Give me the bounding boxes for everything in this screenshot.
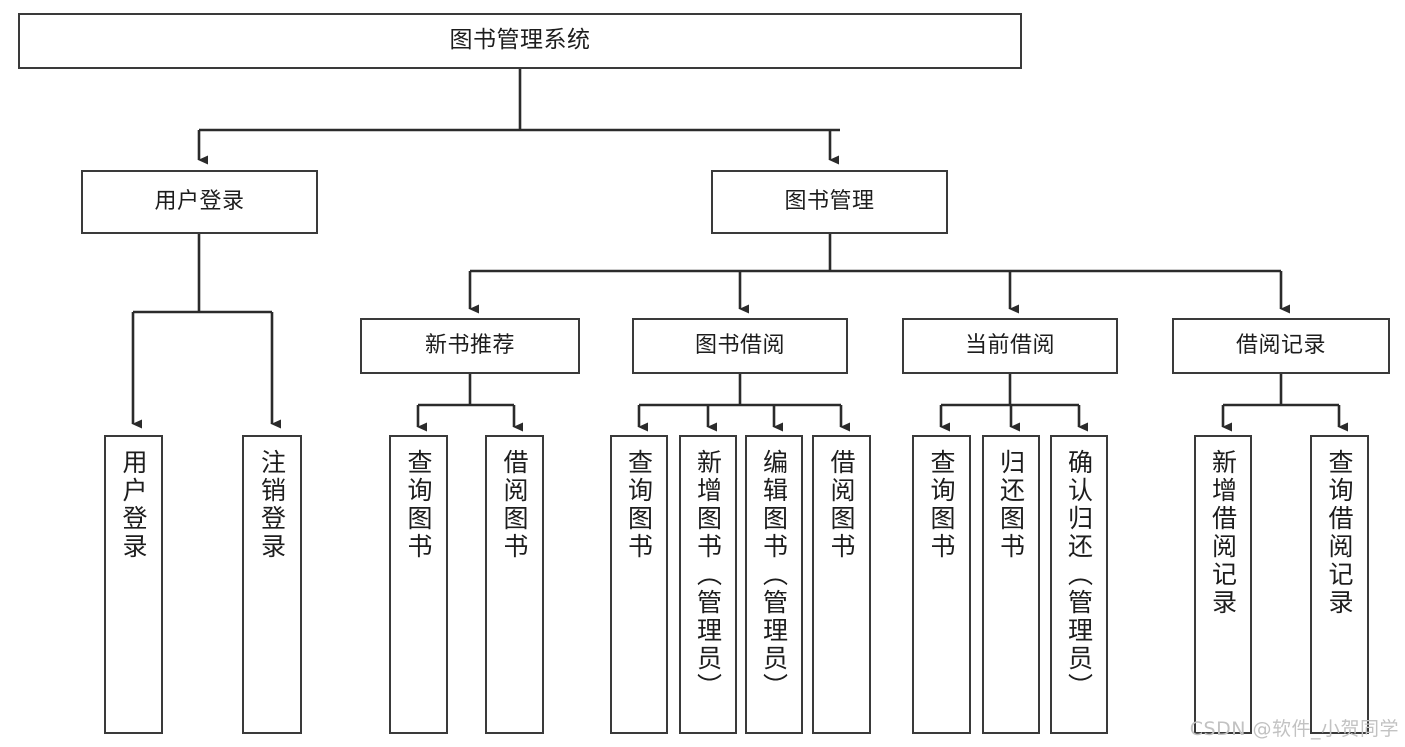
node-leaf-confirm-return[interactable]: 确认归还（管理员） [1050,435,1108,734]
node-new-book-recommend-label: 新书推荐 [424,333,515,359]
node-leaf-add-record-label: 新增借阅记录 [1208,449,1238,617]
node-current-borrow[interactable]: 当前借阅 [902,318,1118,374]
node-leaf-logout-login-label: 注销登录 [257,449,287,561]
node-leaf-query-book-2[interactable]: 查询图书 [610,435,668,734]
node-book-manage-label: 图书管理 [784,189,875,215]
node-borrow-record-label: 借阅记录 [1235,333,1326,359]
node-leaf-query-book-1[interactable]: 查询图书 [389,435,448,734]
node-leaf-add-book-label: 新增图书（管理员） [693,449,723,701]
node-leaf-add-record[interactable]: 新增借阅记录 [1194,435,1252,734]
node-user-login[interactable]: 用户登录 [81,170,318,234]
node-root[interactable]: 图书管理系统 [18,13,1022,69]
node-leaf-query-record[interactable]: 查询借阅记录 [1310,435,1369,734]
csdn-watermark: CSDN @软件_小贺同学 [1189,718,1399,740]
node-leaf-logout-login[interactable]: 注销登录 [242,435,302,734]
node-leaf-add-book[interactable]: 新增图书（管理员） [679,435,737,734]
node-leaf-query-book-3[interactable]: 查询图书 [912,435,971,734]
node-book-borrow[interactable]: 图书借阅 [632,318,848,374]
node-leaf-edit-book-label: 编辑图书（管理员） [759,449,789,701]
node-leaf-user-login[interactable]: 用户登录 [104,435,163,734]
node-leaf-return-book-label: 归还图书 [996,449,1026,561]
node-leaf-edit-book[interactable]: 编辑图书（管理员） [745,435,803,734]
node-borrow-record[interactable]: 借阅记录 [1172,318,1390,374]
node-leaf-borrow-book-1-label: 借阅图书 [500,449,529,561]
node-leaf-query-book-3-label: 查询图书 [927,449,956,561]
node-book-borrow-label: 图书借阅 [694,333,785,359]
node-leaf-query-record-label: 查询借阅记录 [1325,449,1354,617]
node-current-borrow-label: 当前借阅 [964,333,1055,359]
node-leaf-user-login-label: 用户登录 [119,449,148,561]
node-book-manage[interactable]: 图书管理 [711,170,948,234]
node-user-login-label: 用户登录 [154,189,245,215]
node-leaf-borrow-book-2-label: 借阅图书 [827,449,856,561]
node-leaf-borrow-book-1[interactable]: 借阅图书 [485,435,544,734]
node-leaf-confirm-return-label: 确认归还（管理员） [1064,449,1094,701]
node-leaf-query-book-1-label: 查询图书 [404,449,433,561]
node-leaf-return-book[interactable]: 归还图书 [982,435,1040,734]
node-new-book-recommend[interactable]: 新书推荐 [360,318,580,374]
node-leaf-borrow-book-2[interactable]: 借阅图书 [812,435,871,734]
node-leaf-query-book-2-label: 查询图书 [624,449,654,561]
node-root-label: 图书管理系统 [449,27,591,54]
